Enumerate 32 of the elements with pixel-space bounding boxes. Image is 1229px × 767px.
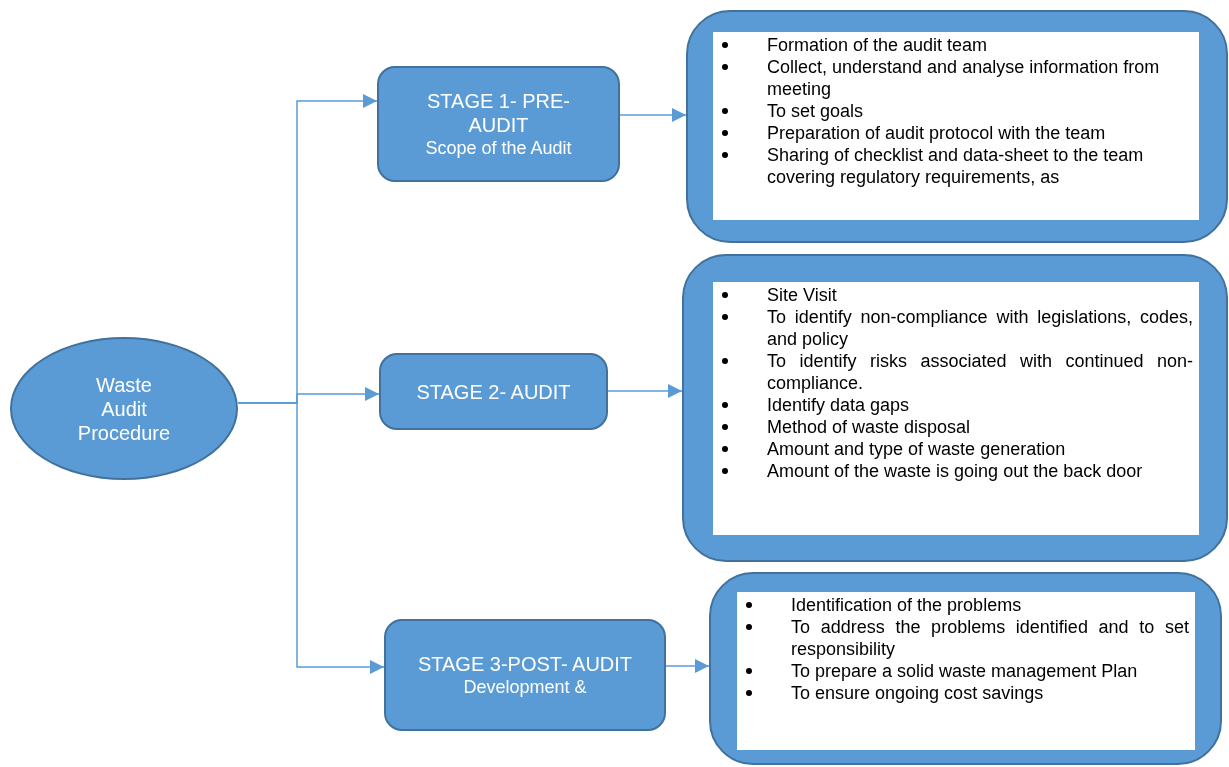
bullet-item: Sharing of checklist and data-sheet to the team covering regulatory requirements, as [719,144,1193,188]
stage-title: STAGE 2- AUDIT [415,379,572,404]
arrow [607,384,683,398]
bullet-item: Amount of the waste is going out the back door [719,460,1193,482]
task-list-box [709,572,1222,765]
arrow [619,108,687,122]
bullet-item: Formation of the audit team [719,34,1193,56]
bullet-item: To ensure ongoing cost savings [743,682,1189,704]
stage-subtitle: Scope of the Audit [424,137,573,159]
arrow [237,402,385,674]
bullet-item: Amount and type of waste generation [719,438,1193,460]
bullet-item: To identify non-compliance with legislations, codes, and policy [719,306,1193,350]
bullet-item: Identify data gaps [719,394,1193,416]
stage-subtitle: Development & [462,676,588,698]
bullet-item: Identification of the problems [743,594,1189,616]
bullet-item: To set goals [719,100,1193,122]
stage-title: STAGE 3-POST- AUDIT [416,652,634,676]
bullet-item: To identify risks associated with continued non-compliance. [719,350,1193,394]
task-list-box [682,254,1228,562]
bullet-item: To address the problems identified and to set responsibility [743,616,1189,660]
bullet-item: Method of waste disposal [719,416,1193,438]
stage-title: STAGE 1- PRE- AUDIT [426,89,571,137]
bullet-item: Preparation of audit protocol with the team [719,122,1193,144]
stage-box [377,66,620,182]
task-list-box [686,10,1228,243]
stage-box [379,353,608,430]
stage-title: Waste Audit Procedure [76,372,172,445]
stage-box [384,619,666,731]
bullet-item: To prepare a solid waste management Plan [743,660,1189,682]
bullet-item: Collect, understand and analyse information from meeting [719,56,1193,100]
arrow [665,659,710,673]
bullet-item: Site Visit [719,284,1193,306]
